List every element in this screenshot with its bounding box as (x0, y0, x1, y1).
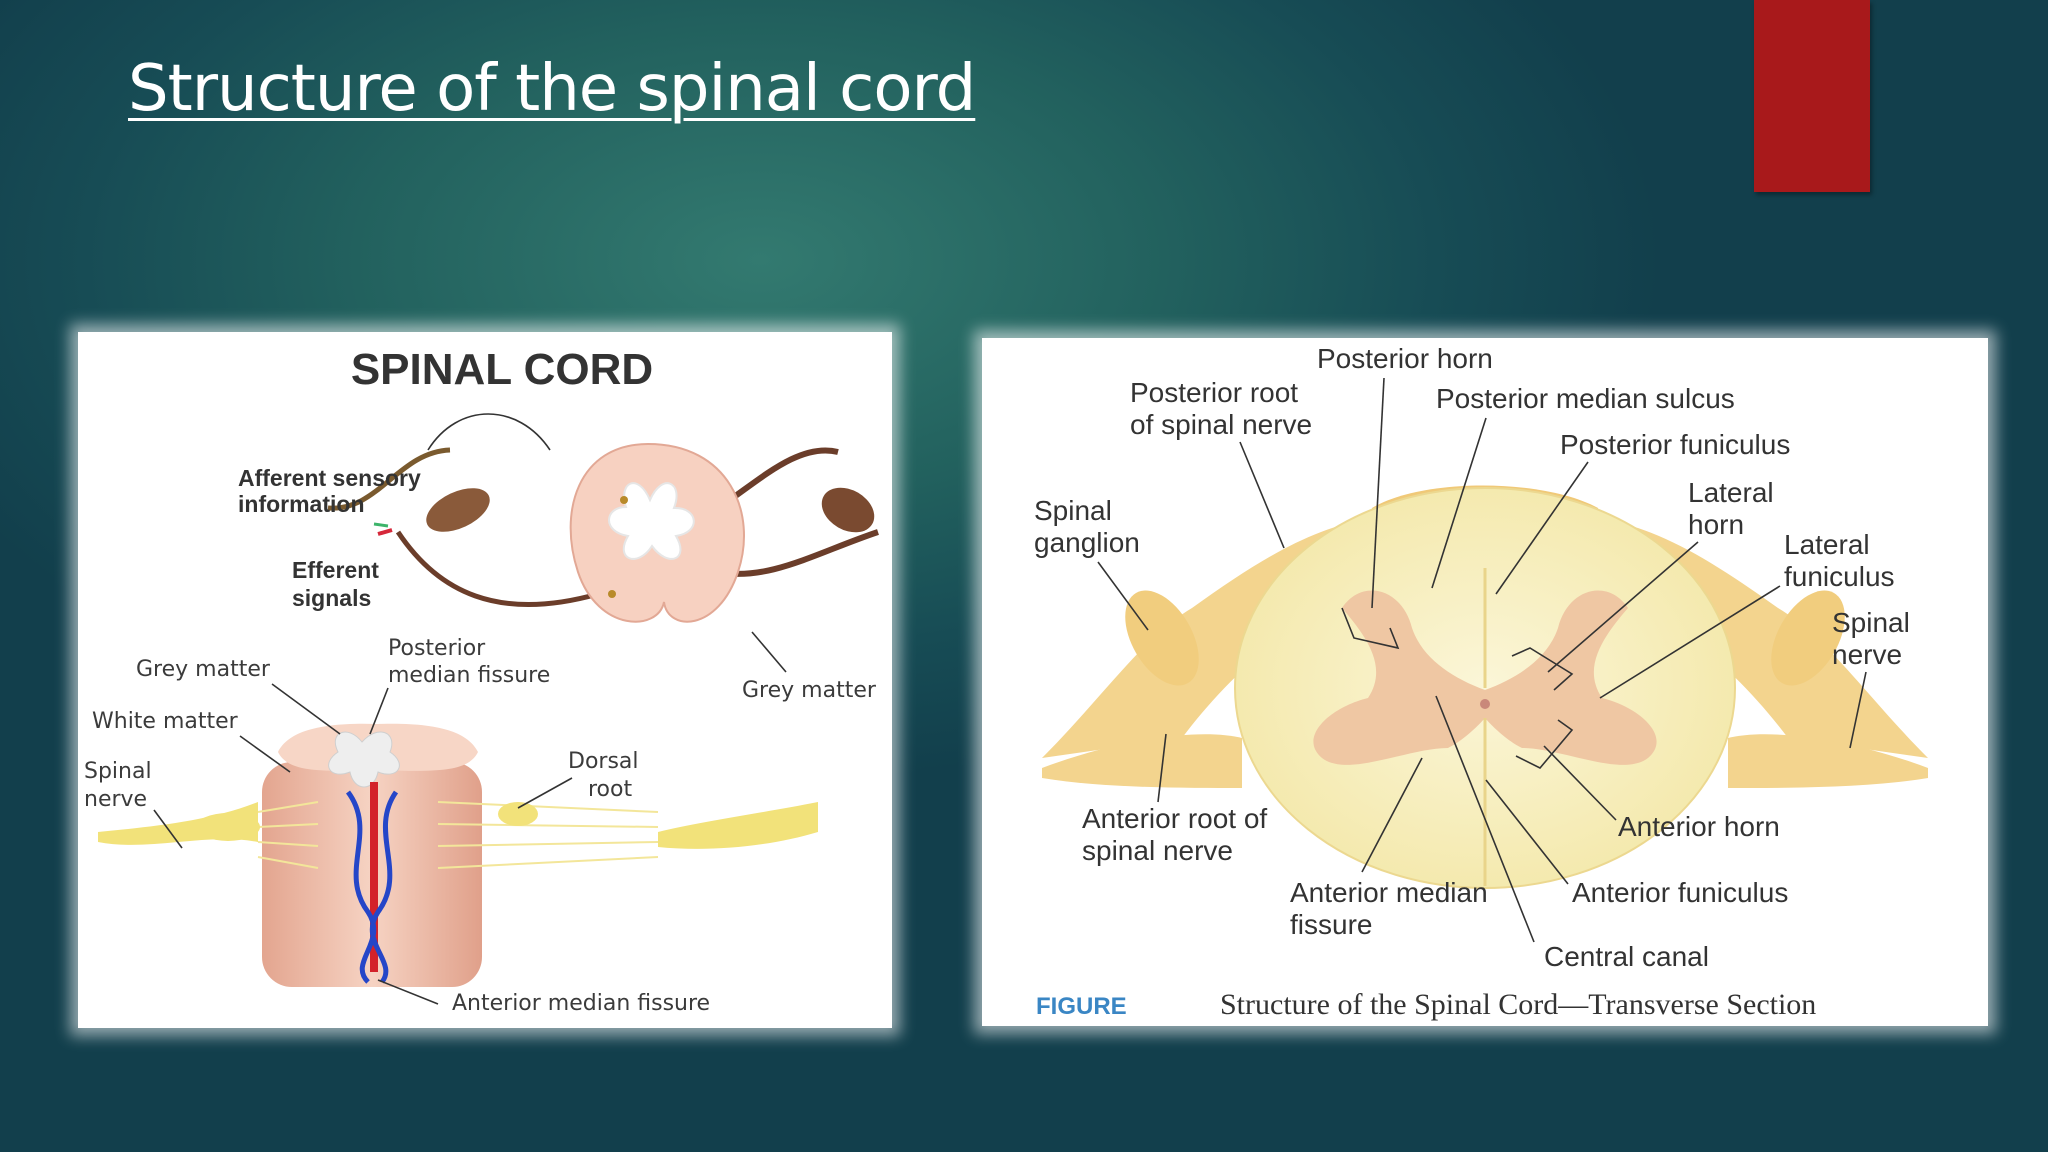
leader-posterior (369, 687, 389, 735)
leader-posterior-horn (1371, 377, 1385, 609)
leader-anterior-root (1157, 733, 1167, 803)
label-grey-matter-left: Grey matter (136, 657, 271, 682)
label-spinal-1: Spinal (84, 759, 152, 784)
label-posterior-median-sulcus: Posterior median sulcus (1436, 383, 1735, 414)
bracket-lateral-horn (1511, 647, 1574, 691)
label-efferent-2: signals (292, 585, 371, 611)
cord-segment (98, 723, 818, 987)
leader-white-matter (239, 735, 291, 773)
label-dorsal-2: root (588, 777, 632, 802)
label-efferent-1: Efferent (292, 557, 379, 583)
leader-lateral-horn (1547, 541, 1699, 673)
cord-cross-section (327, 413, 879, 623)
label-posterior-root-1: Posterior root (1130, 377, 1298, 408)
spinal-cord-illustration-panel: SPINAL CORD (78, 332, 892, 1028)
red-accent-tab (1754, 0, 1870, 192)
label-grey-matter-top: Grey matter (742, 678, 877, 703)
label-anterior-root-1: Anterior root of (1082, 803, 1267, 834)
label-spinal-nerve-1: Spinal (1832, 607, 1910, 638)
leader-spinal-nerve (1849, 671, 1867, 749)
left-diagram-heading: SPINAL CORD (351, 345, 653, 394)
label-posterior-funiculus: Posterior funiculus (1560, 429, 1790, 460)
leader-anterior-horn (1543, 745, 1617, 821)
label-anterior-median-1: Anterior median (1290, 877, 1488, 908)
leader-anterior-funiculus (1485, 779, 1569, 885)
label-anterior-funiculus: Anterior funiculus (1572, 877, 1788, 908)
leader-posterior-root (1239, 441, 1285, 549)
leader-anterior-median (1361, 757, 1423, 873)
figure-caption: Structure of the Spinal Cord—Transverse … (1220, 988, 1816, 1021)
transverse-section-panel: Posterior horn Posterior root of spinal … (982, 338, 1988, 1026)
label-anterior-horn: Anterior horn (1618, 811, 1780, 842)
label-afferent-1: Afferent sensory (238, 465, 421, 491)
bracket-anterior-horn (1515, 719, 1574, 769)
label-lateral-horn-1: Lateral (1688, 477, 1774, 508)
label-dorsal-1: Dorsal (568, 749, 639, 774)
label-lateral-funiculus-1: Lateral (1784, 529, 1870, 560)
transverse-section-shape (1042, 485, 1928, 889)
label-posterior-horn: Posterior horn (1317, 343, 1493, 374)
label-central-canal: Central canal (1544, 941, 1709, 972)
bracket-posterior-horn (1341, 607, 1400, 650)
label-posterior-1: Posterior (388, 636, 486, 661)
label-spinal-ganglion-1: Spinal (1034, 495, 1112, 526)
transverse-section-diagram: Posterior horn Posterior root of spinal … (1034, 343, 1928, 1021)
slide-title: Structure of the spinal cord (128, 52, 976, 126)
label-afferent-2: information (238, 491, 365, 517)
label-anterior-root-2: spinal nerve (1082, 835, 1233, 866)
spinal-cord-illustration: SPINAL CORD (84, 345, 879, 1016)
label-anterior-median-fissure: Anterior median fissure (452, 991, 710, 1016)
leader-dorsal (517, 777, 573, 809)
label-posterior-2: median fissure (388, 663, 550, 688)
leader-grey-matter-top (751, 631, 787, 673)
leader-lateral-funiculus (1599, 585, 1781, 699)
leader-spinal-ganglion (1097, 561, 1149, 631)
leader-posterior-funiculus (1495, 461, 1589, 595)
leader-spinal (153, 809, 183, 849)
label-spinal-2: nerve (84, 787, 147, 812)
leader-grey-matter-left (271, 683, 341, 735)
label-lateral-horn-2: horn (1688, 509, 1744, 540)
label-spinal-nerve-2: nerve (1832, 639, 1902, 670)
label-spinal-ganglion-2: ganglion (1034, 527, 1140, 558)
figure-tag: FIGURE (1036, 993, 1127, 1020)
label-posterior-root-2: of spinal nerve (1130, 409, 1312, 440)
leader-central-canal (1435, 695, 1535, 943)
label-anterior-median-2: fissure (1290, 909, 1372, 940)
label-white-matter: White matter (92, 709, 239, 734)
label-lateral-funiculus-2: funiculus (1784, 561, 1895, 592)
leader-posterior-median-sulcus (1431, 417, 1487, 589)
leader-anterior-median (377, 979, 439, 1005)
